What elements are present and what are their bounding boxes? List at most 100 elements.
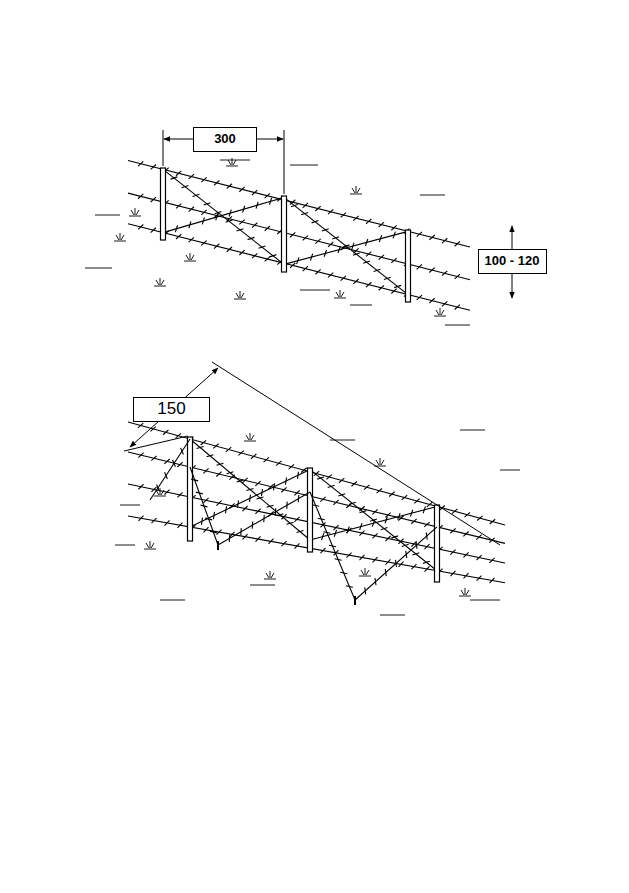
wire-barb — [196, 492, 203, 494]
fence-post — [161, 168, 166, 240]
diagonal-wire — [190, 470, 310, 527]
wire-barb — [151, 164, 156, 169]
wire-barb — [176, 171, 181, 176]
wire-barb — [385, 516, 387, 523]
ground-stroke — [120, 505, 140, 506]
wire-barb — [205, 518, 212, 520]
diagonal-wire — [310, 506, 437, 540]
wire-barb — [226, 220, 233, 222]
wire-barb — [338, 246, 340, 253]
wire-barb — [490, 578, 495, 583]
wire-barb — [237, 480, 244, 482]
grass-tuft — [226, 158, 238, 166]
grass-tuft — [459, 588, 471, 596]
extension-line — [163, 130, 164, 166]
grass-tuft — [350, 186, 362, 194]
anchor-wire — [190, 467, 218, 545]
dimension-line — [130, 368, 218, 447]
wire-barb — [303, 266, 308, 271]
wire-barb — [364, 485, 369, 490]
wire-barb — [259, 246, 266, 248]
wire-barb — [372, 520, 374, 527]
wire-barb — [360, 523, 362, 530]
wire-barb — [414, 499, 419, 504]
wire-barb — [333, 525, 338, 530]
wire-barb — [412, 553, 419, 555]
diagonal-wire — [163, 197, 284, 232]
wire-barb — [406, 551, 407, 558]
ground-stroke — [300, 290, 330, 291]
wire-barb — [322, 533, 324, 540]
wire-barb — [197, 446, 204, 448]
wire-barb — [229, 535, 231, 542]
wire-barb — [450, 528, 455, 533]
wire-barb — [322, 229, 329, 231]
wire-barb — [335, 559, 342, 560]
wire-barb — [240, 528, 242, 535]
ground-stroke — [380, 615, 405, 616]
wire-barb — [366, 219, 371, 224]
grass-tuft — [144, 541, 156, 549]
anchor-wire — [355, 527, 437, 600]
wire-barb — [264, 457, 269, 462]
grass-tuft — [129, 208, 141, 216]
ground-picket — [354, 596, 356, 605]
wire-barb — [385, 569, 386, 576]
wire-barb — [263, 515, 265, 522]
wire-barb — [464, 573, 469, 578]
wire-barb — [402, 544, 409, 546]
wire-barb — [391, 536, 398, 538]
wire-barb — [138, 225, 143, 230]
wire-barb — [277, 514, 284, 516]
wire-barb — [201, 177, 206, 182]
dimension-value: 100 - 120 — [485, 254, 540, 268]
dimension-box: 300 — [193, 127, 257, 152]
ground-stroke — [290, 165, 318, 166]
wire-barb — [256, 536, 261, 541]
wire-barb — [276, 461, 281, 466]
wire-barb — [181, 448, 184, 455]
diagonal-wire — [284, 231, 408, 264]
wire-barb — [338, 494, 345, 496]
wire-barb — [177, 492, 182, 497]
fence-post — [188, 437, 193, 541]
wire-barb — [366, 239, 368, 246]
wire-barb — [417, 295, 422, 300]
wire-barb — [318, 518, 325, 519]
grass-tuft — [374, 458, 386, 466]
wire-barb — [265, 193, 270, 198]
wire-barb — [138, 161, 143, 166]
wire-barb — [423, 561, 430, 563]
wire-barb — [229, 210, 231, 217]
grass-tuft — [359, 568, 371, 576]
wire-barb — [213, 444, 218, 449]
wire-barb — [360, 555, 365, 560]
wire-barb — [328, 242, 333, 247]
wire-barb — [201, 518, 202, 525]
wire-barb — [138, 453, 143, 458]
wire-barb — [385, 513, 390, 518]
wire-barb — [379, 285, 384, 290]
grass-tuft — [434, 308, 446, 316]
grass-tuft — [184, 253, 196, 261]
wire-barb — [243, 534, 248, 539]
ground-stroke — [250, 585, 275, 586]
wire-barb — [225, 506, 226, 513]
ground-stroke — [460, 430, 485, 431]
extension-line — [284, 130, 285, 194]
wire-barb — [138, 194, 143, 199]
grass-tuft — [244, 433, 256, 441]
wire-barb — [189, 207, 194, 212]
wire-barb — [425, 566, 430, 571]
wire-barb — [372, 509, 377, 514]
wire-barb — [265, 226, 270, 231]
ground-stroke — [115, 545, 135, 546]
wire-barb — [151, 228, 156, 233]
wire-barb — [391, 225, 396, 230]
wire-barb — [417, 232, 422, 237]
wire-barb — [351, 481, 356, 486]
extension-line — [212, 362, 500, 545]
wire-barb — [189, 237, 194, 242]
wire-barb — [341, 213, 346, 218]
